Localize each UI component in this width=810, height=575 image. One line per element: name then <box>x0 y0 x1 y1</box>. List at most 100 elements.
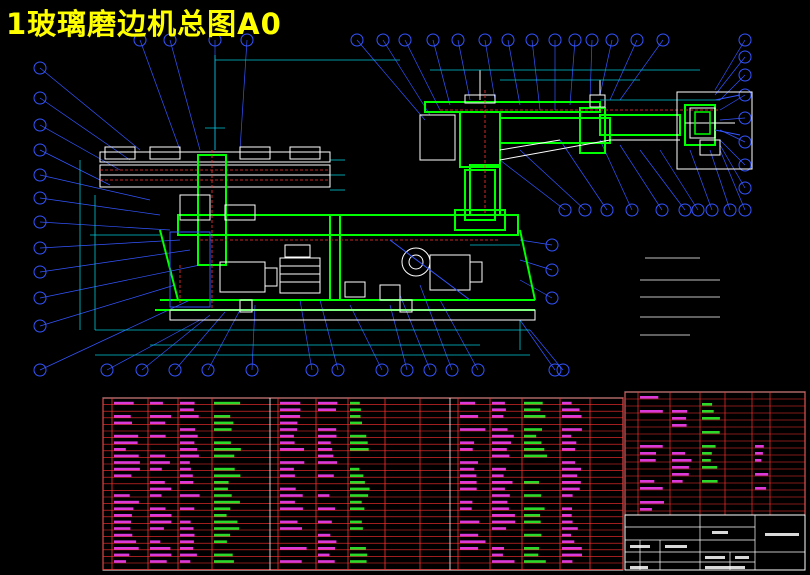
callout-balloon <box>33 61 47 75</box>
callout-balloon <box>738 111 752 125</box>
callout-balloon <box>331 363 345 377</box>
callout-balloon <box>738 50 752 64</box>
callout-balloon <box>33 291 47 305</box>
leader-line <box>531 39 541 111</box>
leader-line <box>439 299 479 371</box>
callout-balloon <box>445 363 459 377</box>
leader-line <box>709 149 731 211</box>
leader-line <box>141 314 211 371</box>
callout-balloon <box>738 203 752 217</box>
title-block <box>624 391 806 571</box>
leader-line <box>639 149 686 211</box>
callout-balloon <box>398 33 412 47</box>
leader-line <box>39 299 191 371</box>
leader-line <box>714 39 746 91</box>
leader-line <box>519 149 586 211</box>
callout-balloon <box>738 33 752 47</box>
leader-line <box>239 39 248 151</box>
leader-line <box>251 304 256 371</box>
callout-balloon <box>33 363 47 377</box>
leader-line <box>39 197 161 216</box>
leader-line <box>382 39 431 116</box>
leader-line <box>619 144 663 211</box>
leader-line <box>529 329 564 371</box>
callout-balloon <box>525 33 539 47</box>
leader-line <box>519 319 556 371</box>
callout-balloon <box>738 181 752 195</box>
leader-line <box>389 304 408 371</box>
callout-balloon <box>350 33 364 47</box>
leader-line <box>139 39 181 151</box>
technical-notes <box>640 257 720 336</box>
leader-line <box>559 139 608 211</box>
callout-balloon <box>471 363 485 377</box>
callout-balloon <box>478 33 492 47</box>
callout-balloon <box>630 33 644 47</box>
leader-line <box>569 39 576 106</box>
grinding-arm-assembly <box>419 69 721 216</box>
callout-balloon <box>33 168 47 182</box>
drawing-title: 1玻璃磨边机总图A0 <box>6 7 282 41</box>
callout-balloon <box>163 33 177 47</box>
callout-balloon <box>100 363 114 377</box>
callout-balloon <box>545 291 559 305</box>
callout-balloon <box>33 118 47 132</box>
callout-balloon <box>33 191 47 205</box>
parts-list <box>102 397 624 571</box>
callout-balloon <box>691 203 705 217</box>
leader-line <box>39 264 201 299</box>
callout-balloon <box>451 33 465 47</box>
leader-line <box>599 39 613 96</box>
leader-line <box>519 239 553 246</box>
callout-balloon <box>240 33 254 47</box>
leader-line <box>39 221 171 231</box>
callout-balloon <box>568 33 582 47</box>
leader-line <box>319 299 339 371</box>
leader-line <box>659 149 699 211</box>
leader-line <box>399 294 431 371</box>
leader-line <box>689 149 713 211</box>
leader-line <box>719 74 746 101</box>
callout-balloon <box>168 363 182 377</box>
callout-balloon <box>33 319 47 333</box>
callout-balloon <box>33 143 47 157</box>
callout-balloon <box>600 203 614 217</box>
leader-line <box>719 144 746 189</box>
callout-balloon <box>501 33 515 47</box>
callout-balloon <box>656 33 670 47</box>
callout-balloon <box>705 203 719 217</box>
callout-balloon <box>738 158 752 172</box>
callout-balloon <box>738 135 752 149</box>
leader-line <box>499 159 566 211</box>
callout-balloon <box>135 363 149 377</box>
callout-balloon <box>305 363 319 377</box>
leader-line <box>39 67 141 151</box>
callout-balloon <box>605 33 619 47</box>
callout-balloon <box>655 203 669 217</box>
leader-line <box>349 304 383 371</box>
leader-line <box>519 279 553 299</box>
leader-line <box>39 97 131 161</box>
leader-line <box>719 149 746 211</box>
callout-balloon <box>33 265 47 279</box>
leader-line <box>432 39 451 106</box>
callout-balloon <box>723 203 737 217</box>
leader-line <box>719 94 746 111</box>
leader-line <box>299 299 313 371</box>
callout-balloon <box>738 68 752 82</box>
callout-balloon <box>201 363 215 377</box>
leader-line <box>714 56 746 96</box>
callout-balloon <box>558 203 572 217</box>
callout-balloon <box>423 363 437 377</box>
leader-line <box>507 39 521 106</box>
leader-line <box>719 117 746 121</box>
callout-balloon <box>33 91 47 105</box>
callout-balloon <box>426 33 440 47</box>
leader-line <box>404 39 441 111</box>
leader-line <box>39 249 191 273</box>
leader-line <box>39 239 181 249</box>
callout-balloon <box>556 363 570 377</box>
callout-balloon <box>548 363 562 377</box>
